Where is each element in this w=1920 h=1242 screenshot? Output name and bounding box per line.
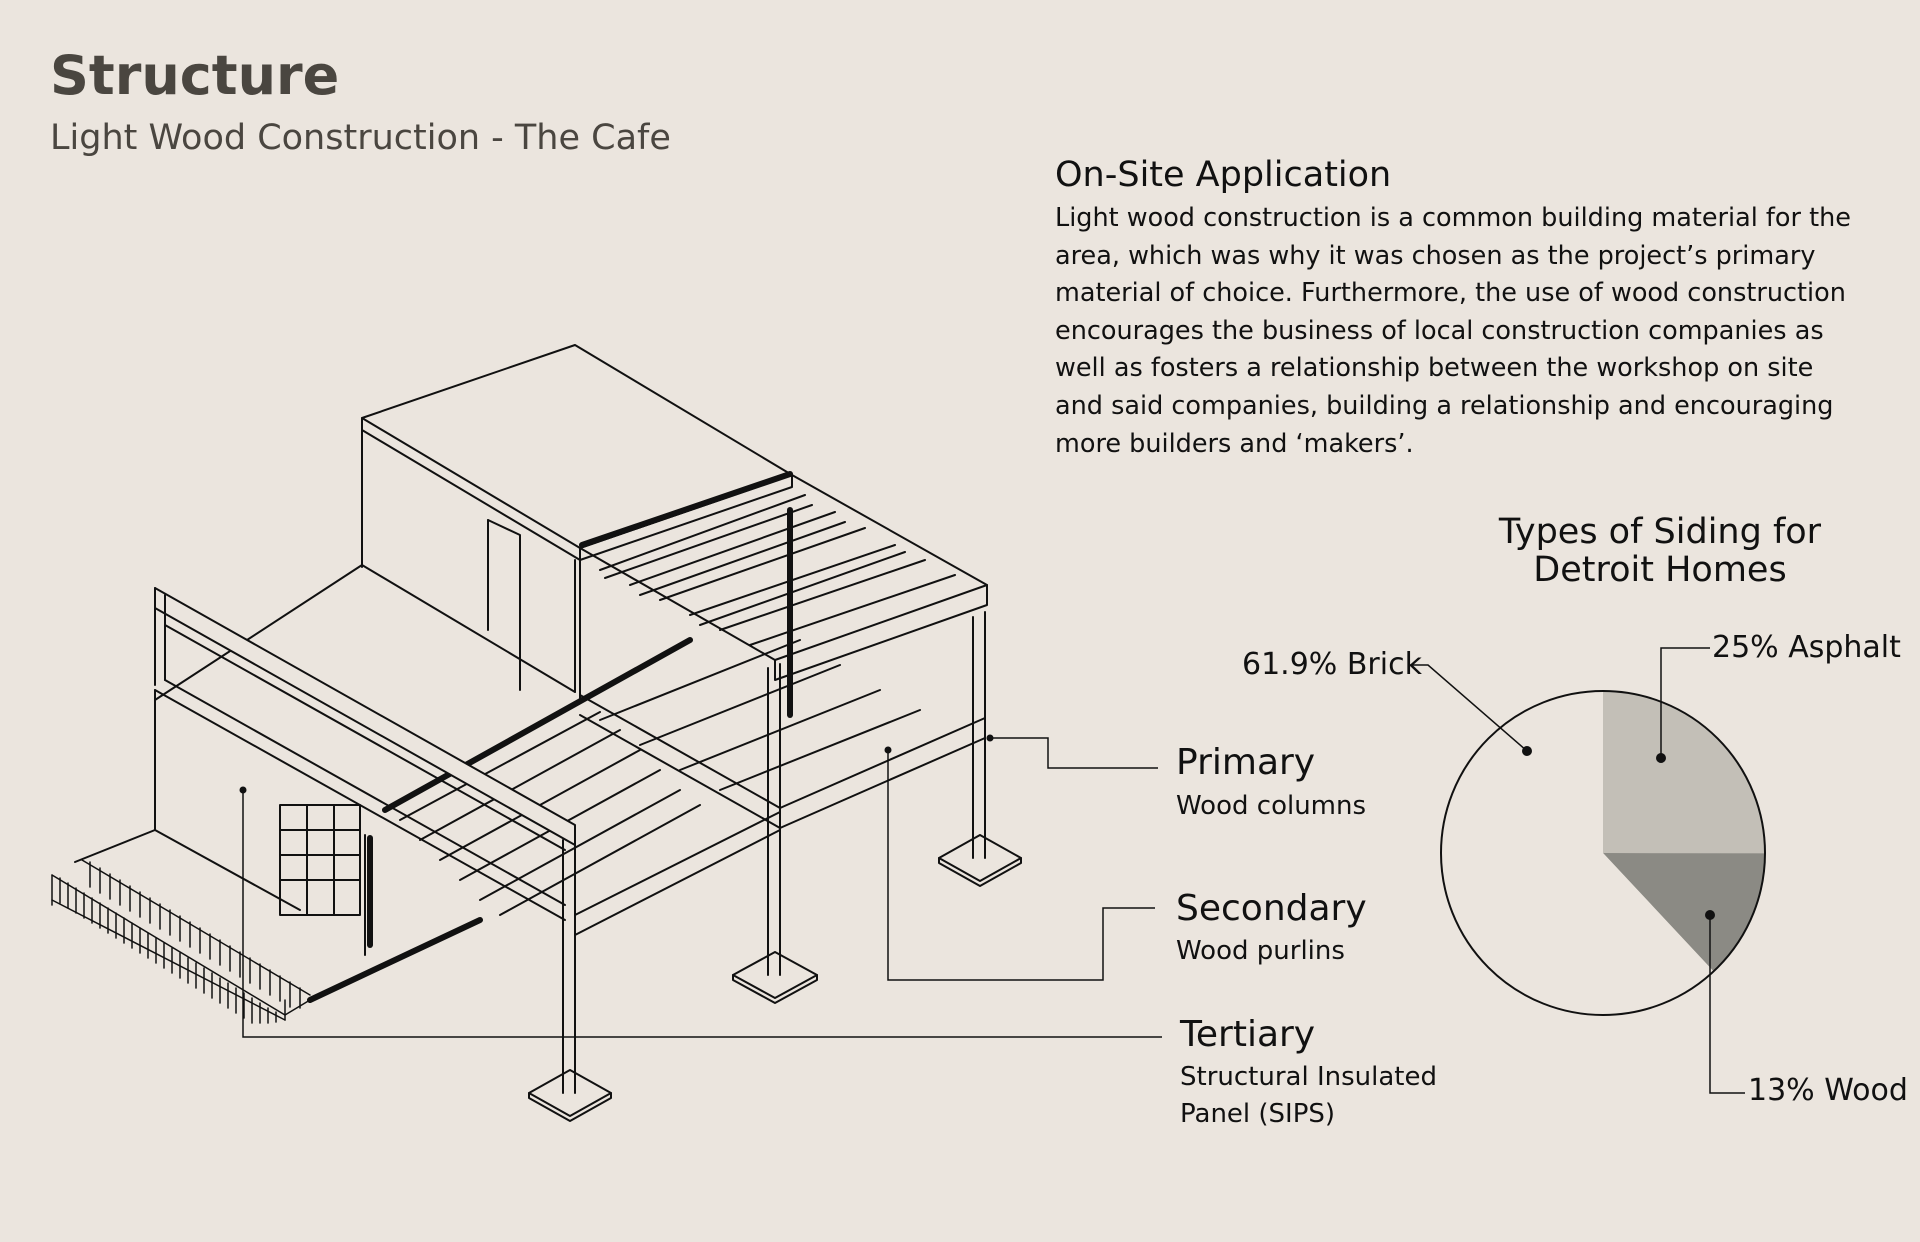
page-subtitle: Light Wood Construction - The Cafe bbox=[50, 118, 671, 158]
pie-label-wood: 13% Wood bbox=[1748, 1073, 1908, 1108]
front-frame-beam bbox=[154, 587, 576, 921]
callout-secondary-title: Secondary bbox=[1176, 888, 1367, 929]
pie-dots bbox=[1522, 746, 1715, 920]
brick-leader bbox=[1410, 664, 1528, 752]
paragraph-line: well as fosters a relationship between t… bbox=[1055, 353, 1814, 384]
callout-tertiary-title: Tertiary bbox=[1180, 1014, 1316, 1055]
pie-outline bbox=[1440, 690, 1766, 1016]
wood-leader bbox=[1709, 915, 1745, 1094]
ramp-railing bbox=[51, 859, 311, 1024]
paragraph-line: and said companies, building a relations… bbox=[1055, 390, 1834, 421]
pie-leaders bbox=[1410, 647, 1745, 1094]
pie-label-brick: 61.9% Brick bbox=[1242, 647, 1422, 682]
primary-beams bbox=[307, 471, 793, 1003]
pie-slice bbox=[1603, 853, 1765, 972]
on-site-heading: On-Site Application bbox=[1055, 155, 1392, 195]
primary-leader bbox=[990, 737, 1158, 769]
callout-tertiary-subtitle: Structural Insulated Panel (SIPS) bbox=[1180, 1059, 1437, 1133]
paragraph-line: Light wood construction is a common buil… bbox=[1055, 203, 1851, 233]
pie-title-line: Types of Siding for bbox=[1498, 512, 1822, 552]
garage-door-icon bbox=[279, 804, 361, 916]
paragraph-line: encourages the business of local constru… bbox=[1055, 315, 1824, 346]
upper-roof-slab bbox=[361, 344, 793, 561]
tertiary-leader bbox=[242, 790, 1162, 1038]
siding-pie-chart bbox=[1440, 690, 1766, 1016]
pie-slice bbox=[1440, 691, 1714, 1016]
pie-slice bbox=[1603, 690, 1765, 854]
lower-wall bbox=[74, 689, 366, 956]
callout-primary-title: Primary bbox=[1176, 742, 1316, 783]
upper-block-walls bbox=[361, 429, 581, 701]
callout-primary-subtitle: Wood columns bbox=[1176, 791, 1367, 821]
leader-dots bbox=[239, 734, 994, 794]
paragraph-line: more builders and ‘makers’. bbox=[1055, 428, 1414, 459]
pie-label-asphalt: 25% Asphalt bbox=[1712, 630, 1901, 665]
paragraph-line: material of choice. Furthermore, the use… bbox=[1055, 278, 1846, 309]
column-footings bbox=[528, 834, 1022, 1122]
asphalt-leader bbox=[1660, 647, 1710, 758]
tertiary-subtitle-line: Panel (SIPS) bbox=[1180, 1099, 1336, 1129]
ground-slab bbox=[154, 564, 576, 701]
pie-chart-title: Types of Siding for Detroit Homes bbox=[1430, 513, 1890, 589]
callout-leaders bbox=[242, 737, 1162, 1038]
pie-title-line: Detroit Homes bbox=[1533, 550, 1787, 590]
paragraph-line: area, which was why it was chosen as the… bbox=[1055, 240, 1816, 271]
on-site-paragraph: Light wood construction is a common buil… bbox=[1055, 200, 1855, 463]
secondary-leader bbox=[887, 750, 1155, 981]
tertiary-subtitle-line: Structural Insulated bbox=[1180, 1062, 1437, 1092]
floor-framing bbox=[399, 639, 986, 936]
page-title: Structure bbox=[50, 44, 340, 107]
wood-columns bbox=[562, 611, 986, 1094]
callout-secondary-subtitle: Wood purlins bbox=[1176, 936, 1345, 966]
